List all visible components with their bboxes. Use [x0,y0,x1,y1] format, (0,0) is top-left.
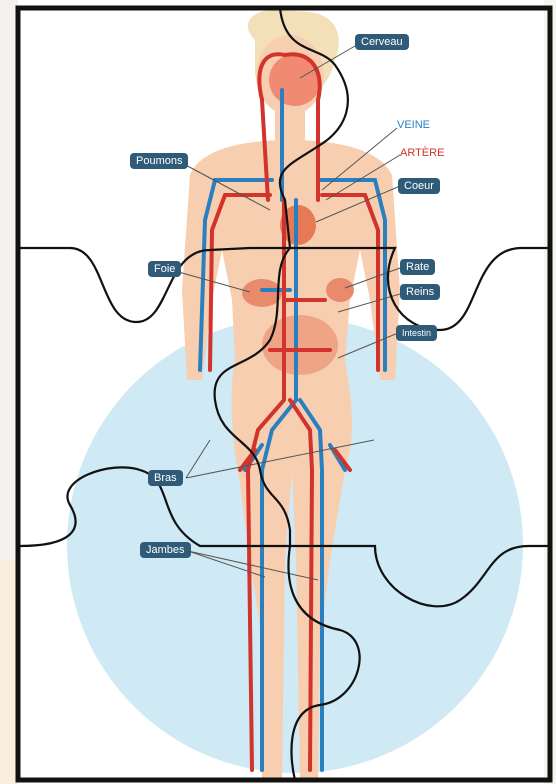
label-foie: Foie [148,261,181,277]
label-bras: Bras [148,470,183,486]
label-artere: ARTÈRE [400,146,444,160]
label-rate: Rate [400,259,435,275]
spleen-shape [326,278,354,302]
label-reins: Reins [400,284,440,300]
liver-shape [242,279,282,307]
intestine-shape [262,315,338,375]
label-coeur: Coeur [398,178,440,194]
label-poumons: Poumons [130,153,188,169]
label-cerveau: Cerveau [355,34,409,50]
label-jambes: Jambes [140,542,191,558]
label-veine: VEINE [397,118,430,132]
label-intestin: Intestin [396,325,437,341]
